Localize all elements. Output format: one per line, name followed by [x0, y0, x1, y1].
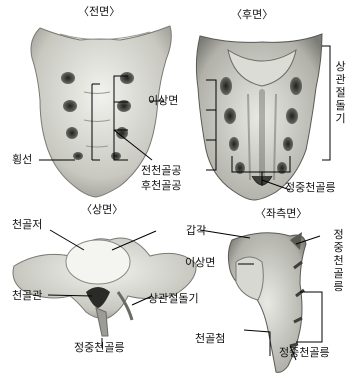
view-title-back: 〈후면〉 — [231, 6, 273, 22]
label-ala: 갑각 — [186, 225, 206, 237]
label-median-sacral-crest-back: 정중천골릉 — [285, 182, 336, 194]
label-superior-articular-process: 상관절돌기 — [148, 293, 199, 305]
view-title-top: 〈상면〉 — [81, 201, 123, 217]
label-transverse-lines: 횡선 — [12, 154, 32, 166]
sacrum-back-view — [196, 34, 322, 200]
label-sacral-base: 천골저 — [12, 219, 42, 231]
label-posterior-sacral-foramina: 후천골공 — [141, 180, 181, 192]
label-sacral-canal: 천골관 — [12, 290, 42, 302]
label-median-sacral-crest-side: 정 중 천 골 릉 — [333, 228, 344, 293]
label-auricular-surface-side: 이상면 — [185, 257, 215, 269]
label-sacral-apex: 천골첨 — [195, 333, 225, 345]
sacrum-top-view — [13, 238, 196, 336]
label-median-sacral-crest-top: 정중천골릉 — [74, 342, 125, 354]
label-lateral-sacral-crest: 상 관 절 돌 기 — [335, 60, 346, 125]
view-title-side: 〈좌측면〉 — [255, 205, 307, 221]
label-median-sacral-crest-side-bottom: 정중천골릉 — [279, 347, 330, 359]
label-anterior-sacral-foramina: 전천골공 — [141, 165, 181, 177]
view-title-front: 〈전면〉 — [78, 3, 120, 19]
label-auricular-surface-front: 이상면 — [148, 95, 178, 107]
